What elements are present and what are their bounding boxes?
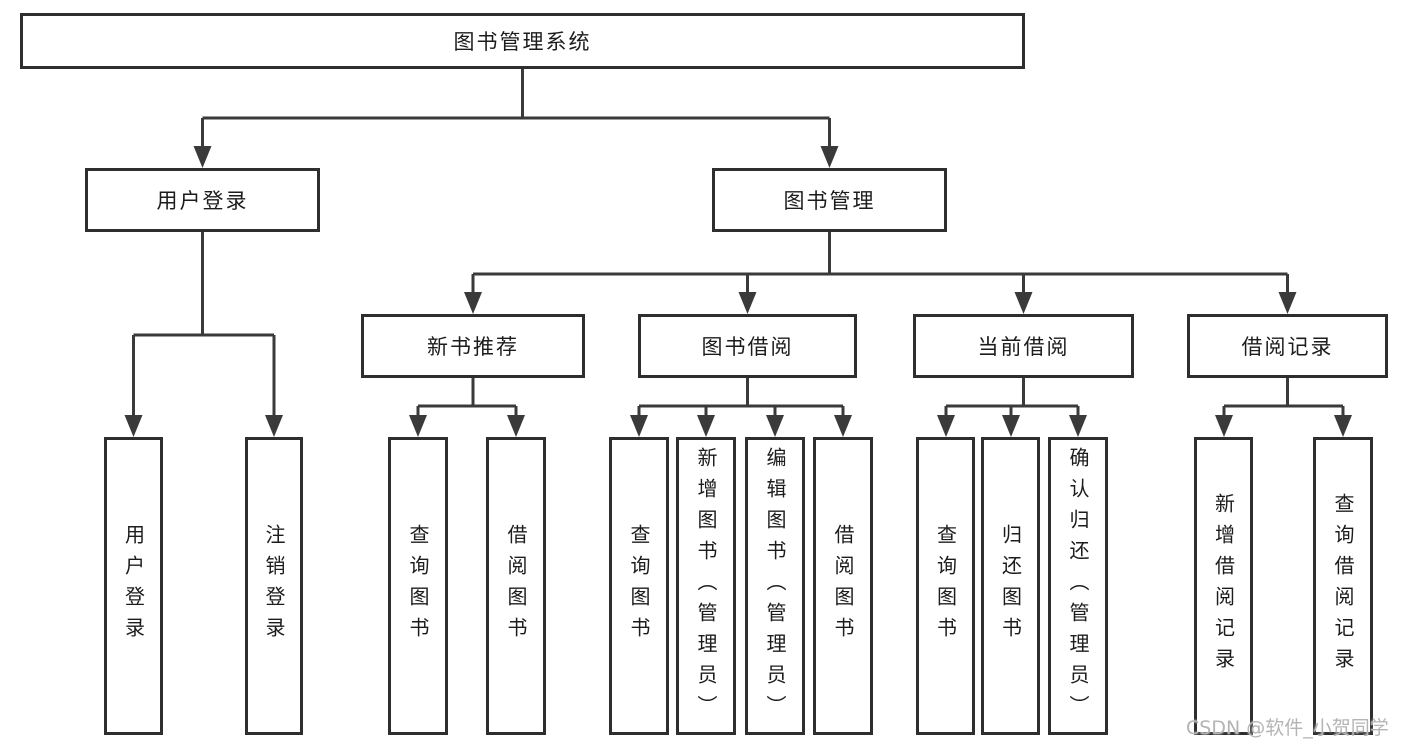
leaf-current-query: 查询图书 bbox=[916, 437, 975, 735]
leaf-label: 用户登录 bbox=[121, 524, 146, 648]
leaf-records-query: 查询借阅记录 bbox=[1313, 437, 1373, 735]
leaf-logout: 注销登录 bbox=[245, 437, 303, 735]
node-root-label: 图书管理系统 bbox=[453, 30, 592, 54]
leaf-label: 借阅图书 bbox=[831, 524, 855, 648]
arrowheads bbox=[124, 146, 1352, 437]
leaf-borrow-add-admin: 新增图书（管理员） bbox=[676, 437, 736, 735]
leaf-label: 归还图书 bbox=[998, 524, 1023, 648]
leaf-borrow-query: 查询图书 bbox=[609, 437, 669, 735]
csdn-watermark: CSDN @软件_小贺同学 bbox=[1186, 717, 1389, 739]
leaf-label: 查询图书 bbox=[933, 524, 958, 648]
leaf-label: 注销登录 bbox=[262, 524, 286, 648]
node-current-borrow: 当前借阅 bbox=[913, 314, 1134, 378]
leaf-label: 确认归还（管理员） bbox=[1066, 446, 1090, 726]
leaf-label: 新增图书（管理员） bbox=[694, 446, 718, 726]
leaf-current-confirm-admin: 确认归还（管理员） bbox=[1048, 437, 1108, 735]
connector-paths bbox=[132, 69, 1345, 421]
node-book-borrow-label: 图书借阅 bbox=[701, 335, 794, 359]
leaf-newbooks-query: 查询图书 bbox=[388, 437, 448, 735]
node-book-manage-label: 图书管理 bbox=[783, 189, 876, 213]
leaf-label: 查询借阅记录 bbox=[1331, 493, 1355, 679]
leaf-current-return: 归还图书 bbox=[981, 437, 1040, 735]
node-new-books-label: 新书推荐 bbox=[427, 335, 519, 359]
leaf-label: 编辑图书（管理员） bbox=[763, 446, 787, 726]
node-book-manage: 图书管理 bbox=[712, 168, 947, 232]
leaf-label: 查询图书 bbox=[406, 524, 430, 648]
leaf-records-add: 新增借阅记录 bbox=[1194, 437, 1253, 735]
node-new-books: 新书推荐 bbox=[361, 314, 585, 378]
leaf-user-login: 用户登录 bbox=[104, 437, 163, 735]
leaf-label: 新增借阅记录 bbox=[1211, 493, 1236, 679]
leaf-label: 查询图书 bbox=[627, 524, 651, 648]
node-user-login-label: 用户登录 bbox=[156, 189, 249, 213]
leaf-label: 借阅图书 bbox=[504, 524, 528, 648]
node-root: 图书管理系统 bbox=[20, 13, 1025, 69]
node-current-borrow-label: 当前借阅 bbox=[977, 335, 1070, 359]
leaf-borrow-edit-admin: 编辑图书（管理员） bbox=[745, 437, 805, 735]
node-book-borrow: 图书借阅 bbox=[638, 314, 857, 378]
leaf-borrow-book: 借阅图书 bbox=[813, 437, 873, 735]
node-user-login: 用户登录 bbox=[85, 168, 320, 232]
node-borrow-records: 借阅记录 bbox=[1187, 314, 1388, 378]
node-borrow-records-label: 借阅记录 bbox=[1241, 335, 1334, 359]
leaf-newbooks-borrow: 借阅图书 bbox=[486, 437, 546, 735]
